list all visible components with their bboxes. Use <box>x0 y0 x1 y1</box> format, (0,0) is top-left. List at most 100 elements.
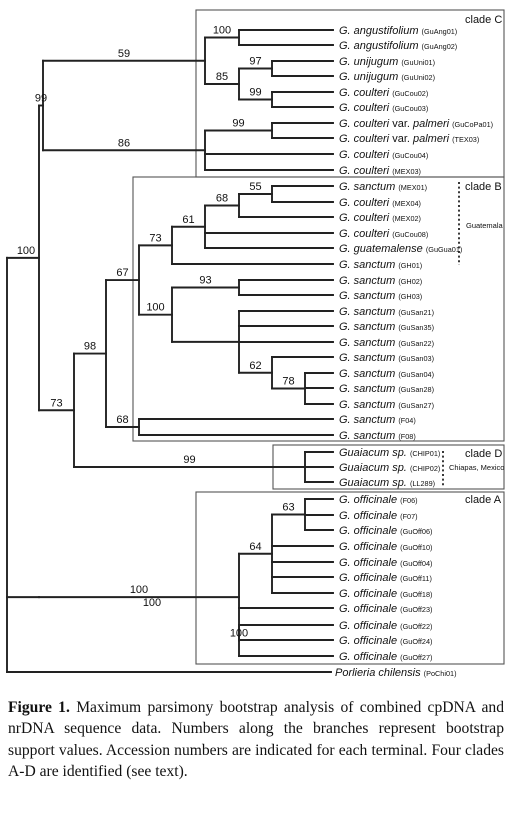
taxon-label: G. coulteri var. palmeri (GuCoPa01) <box>339 118 493 130</box>
accession-number: (GH01) <box>398 261 422 270</box>
taxon-name: G. officinale <box>339 572 397 584</box>
taxon-label: G. coulteri (MEX03) <box>339 165 421 177</box>
taxon-name: G. angustifolium <box>339 40 418 52</box>
taxon-label: G. officinale (GuOff22) <box>339 620 432 632</box>
bootstrap-value: 98 <box>84 341 96 353</box>
taxon-label: G. officinale (GuOff23) <box>339 603 432 615</box>
taxon-label: G. sanctum (GuSan21) <box>339 306 434 318</box>
chiapas-note: Chiapas, Mexico <box>449 463 504 472</box>
taxon-label: G. angustifolium (GuAng01) <box>339 25 457 37</box>
accession-number: (GuOff11) <box>400 574 432 583</box>
taxon-label: G. officinale (GuOff10) <box>339 541 432 553</box>
accession-number: (GuCou08) <box>392 230 428 239</box>
accession-number: (GuOff27) <box>400 653 432 662</box>
clade-a-label: clade A <box>465 494 502 506</box>
bootstrap-value: 67 <box>116 267 128 279</box>
accession-number: (PoChi01) <box>424 669 457 678</box>
bootstrap-value: 59 <box>118 48 130 60</box>
accession-number: (F04) <box>398 416 415 425</box>
tree-branches <box>6 29 334 673</box>
taxon-name: Porlieria chilensis <box>335 667 421 679</box>
taxon-name: G. coulteri <box>339 149 390 161</box>
accession-number: (GuSan03) <box>398 354 434 363</box>
clade-b-box <box>132 176 505 442</box>
accession-number: (GuSan27) <box>398 401 434 410</box>
taxon-label: G. sanctum (MEX01) <box>339 181 427 193</box>
phylogenetic-tree: G. angustifolium (GuAng01) G. angustifoli… <box>6 9 505 679</box>
accession-number: (F08) <box>398 432 415 441</box>
taxon-label: G. sanctum (GuSan28) <box>339 383 434 395</box>
taxon-variety: palmeri <box>412 118 450 130</box>
taxon-name: G. sanctum <box>339 321 395 333</box>
taxon-label: G. coulteri (MEX02) <box>339 212 421 224</box>
bootstrap-value: 64 <box>249 541 261 553</box>
accession-number: (F07) <box>400 512 417 521</box>
taxon-name: Guaiacum sp. <box>339 447 407 459</box>
accession-number: (GuCou04) <box>392 151 428 160</box>
taxon-name: G. unijugum <box>339 71 398 83</box>
taxon-rank: var. <box>389 133 413 145</box>
taxon-name: G. sanctum <box>339 259 395 271</box>
taxon-name: G. officinale <box>339 635 397 647</box>
bootstrap-value: 99 <box>35 93 47 105</box>
accession-number: (MEX04) <box>392 199 421 208</box>
accession-number: (MEX01) <box>398 183 427 192</box>
bootstrap-value: 85 <box>216 71 228 83</box>
taxon-labels: G. angustifolium (GuAng01) G. angustifoli… <box>335 25 493 679</box>
taxon-label: G. sanctum (F08) <box>339 430 416 442</box>
taxon-name: G. officinale <box>339 525 397 537</box>
accession-number: (LL289) <box>410 479 435 488</box>
accession-number: (GuUni02) <box>401 73 435 82</box>
accession-number: (GuOff23) <box>400 605 432 614</box>
accession-number: (GH03) <box>398 292 422 301</box>
taxon-name: G. officinale <box>339 651 397 663</box>
taxon-name: G. sanctum <box>339 414 395 426</box>
accession-number: (CHIP02) <box>410 464 440 473</box>
taxon-label: G. officinale (GuOff04) <box>339 557 432 569</box>
taxon-name: G. sanctum <box>339 290 395 302</box>
taxon-name: G. officinale <box>339 588 397 600</box>
taxon-name: G. officinale <box>339 510 397 522</box>
taxon-name: G. sanctum <box>339 181 395 193</box>
taxon-name: G. coulteri <box>339 165 390 177</box>
taxon-name: G. coulteri <box>339 87 390 99</box>
bootstrap-value: 99 <box>183 454 195 466</box>
bootstrap-value: 100 <box>130 584 148 596</box>
bootstrap-value: 99 <box>249 87 261 99</box>
taxon-label: G. guatemalense (GuGua01) <box>339 243 462 255</box>
taxon-name: G. sanctum <box>339 275 395 287</box>
clade-boxes <box>132 9 505 665</box>
bootstrap-values: 1009799855999869955686173937862100676898… <box>17 25 295 640</box>
clade-b-label: clade B <box>465 181 502 193</box>
taxon-label: G. officinale (GuOff06) <box>339 525 432 537</box>
accession-number: (GuCou02) <box>392 89 428 98</box>
clade-c-label: clade C <box>465 14 502 26</box>
taxon-label: G. sanctum (GuSan04) <box>339 368 434 380</box>
bootstrap-value: 100 <box>213 25 231 37</box>
accession-number: (GuUni01) <box>401 58 435 67</box>
taxon-label: G. officinale (GuOff27) <box>339 651 432 663</box>
taxon-name: G. coulteri <box>339 212 390 224</box>
taxon-label: G. coulteri (GuCou03) <box>339 102 428 114</box>
bootstrap-value: 68 <box>216 193 228 205</box>
accession-number: (GuOff06) <box>400 527 432 536</box>
accession-number: (F06) <box>400 496 417 505</box>
taxon-name: G. officinale <box>339 620 397 632</box>
accession-number: (GuGua01) <box>426 245 463 254</box>
bootstrap-value: 100 <box>146 302 164 314</box>
taxon-name: Guaiacum sp. <box>339 462 407 474</box>
taxon-label: G. officinale (GuOff18) <box>339 588 432 600</box>
accession-number: (GuSan04) <box>398 370 434 379</box>
accession-number: (GuOff04) <box>400 559 432 568</box>
taxon-name: G. sanctum <box>339 352 395 364</box>
guatemala-note: Guatemala <box>466 221 504 230</box>
taxon-label: G. sanctum (GuSan35) <box>339 321 434 333</box>
taxon-name: G. sanctum <box>339 368 395 380</box>
taxon-label: G. officinale (GuOff11) <box>339 572 432 584</box>
bootstrap-value: 73 <box>50 397 62 409</box>
taxon-label: G. coulteri var. palmeri (TEX03) <box>339 133 479 145</box>
taxon-label: Guaiacum sp. (CHIP02) <box>339 462 440 474</box>
bootstrap-value: 68 <box>116 414 128 426</box>
bootstrap-value: 73 <box>149 232 161 244</box>
accession-number: (GuSan21) <box>398 308 434 317</box>
